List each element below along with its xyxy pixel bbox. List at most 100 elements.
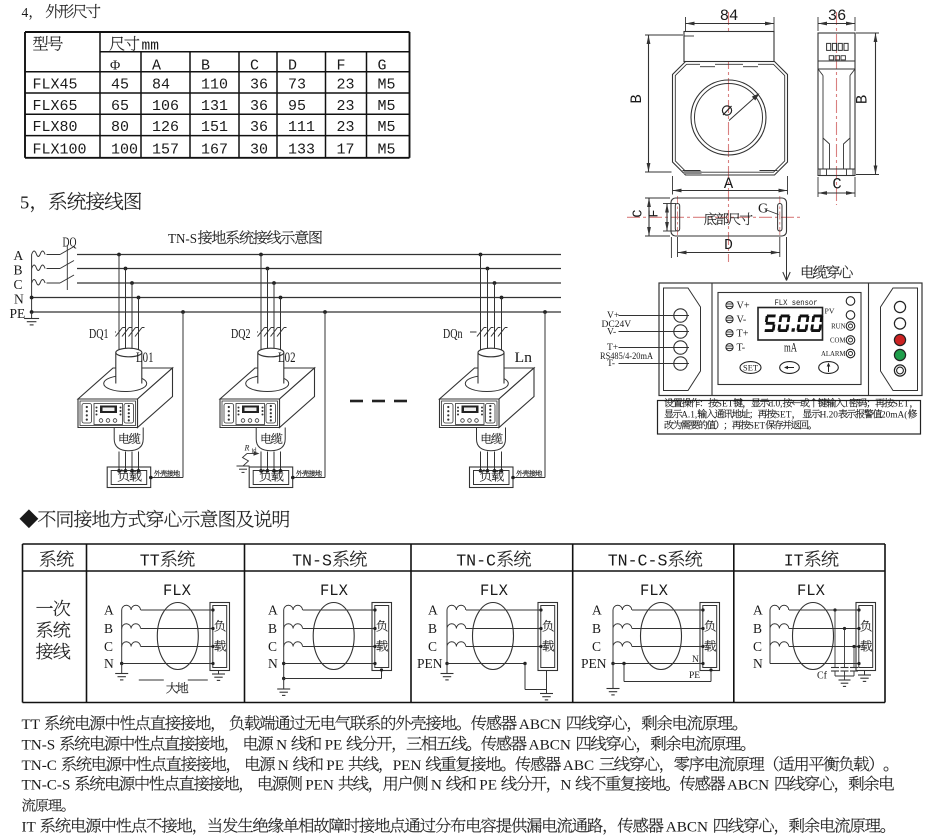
svg-text:C: C	[250, 58, 259, 75]
svg-text:TN-S: TN-S	[292, 552, 332, 571]
svg-text:B: B	[854, 95, 872, 104]
svg-text:IT: IT	[784, 552, 804, 571]
svg-text:N: N	[427, 777, 446, 794]
svg-text:D: D	[724, 238, 733, 254]
svg-text:ABC: ABC	[560, 757, 598, 774]
svg-text:ABCN: ABCN	[516, 716, 565, 733]
svg-text:N: N	[692, 655, 699, 665]
svg-text:SET: SET	[749, 422, 766, 432]
svg-text:C: C	[14, 277, 23, 292]
svg-text:157: 157	[152, 141, 179, 158]
svg-text:mm: mm	[142, 39, 159, 55]
svg-text:V+: V+	[607, 311, 619, 321]
svg-text:IT: IT	[22, 819, 40, 836]
svg-text:d.0,: d.0,	[769, 400, 783, 410]
svg-text:17: 17	[337, 141, 355, 158]
svg-text:SET: SET	[743, 363, 758, 372]
svg-text:36: 36	[828, 7, 847, 25]
svg-text:TN-C-S: TN-C-S	[22, 777, 75, 794]
svg-text:PV: PV	[825, 307, 835, 316]
svg-text:H.20: H.20	[820, 411, 839, 421]
svg-text:N: N	[753, 656, 763, 671]
svg-text:RUN: RUN	[831, 324, 845, 331]
svg-text:RS485/4-20mA: RS485/4-20mA	[600, 351, 653, 361]
svg-text:T+: T+	[737, 329, 749, 340]
svg-text:B: B	[201, 58, 210, 75]
svg-text:PE: PE	[321, 737, 346, 754]
svg-text:M5: M5	[378, 141, 396, 158]
svg-text:A: A	[268, 603, 278, 618]
svg-text:131: 131	[201, 98, 228, 115]
svg-text:V+: V+	[737, 301, 750, 312]
svg-text:80: 80	[111, 119, 129, 136]
svg-text:DQ: DQ	[63, 236, 77, 251]
svg-text:TN-C: TN-C	[456, 552, 496, 571]
svg-text:N: N	[268, 656, 278, 671]
svg-text:TN-C-S: TN-C-S	[608, 552, 668, 571]
svg-text:84: 84	[152, 77, 170, 94]
svg-text:B: B	[104, 621, 113, 636]
svg-text:jd: jd	[251, 447, 258, 454]
svg-text:ABCN: ABCN	[663, 819, 712, 836]
svg-text:A: A	[724, 175, 734, 193]
svg-text:R: R	[244, 444, 250, 453]
svg-text:A: A	[428, 603, 438, 618]
svg-text:FLX: FLX	[480, 582, 509, 600]
svg-text:DQ2: DQ2	[231, 327, 251, 342]
svg-text:N: N	[274, 757, 293, 774]
svg-text:45: 45	[111, 77, 129, 94]
svg-text:36: 36	[250, 119, 268, 136]
svg-text:B: B	[628, 94, 646, 103]
svg-text:5: 5	[20, 193, 29, 213]
svg-text:167: 167	[201, 141, 228, 158]
svg-text:DQn: DQn	[443, 327, 463, 342]
svg-text:65: 65	[111, 98, 129, 115]
svg-text:D: D	[288, 58, 297, 75]
svg-text:G: G	[378, 58, 387, 75]
svg-text:F: F	[337, 58, 346, 75]
svg-text:TN-S: TN-S	[168, 232, 197, 247]
svg-text:TT: TT	[140, 552, 160, 571]
svg-text:B: B	[753, 621, 762, 636]
svg-text:FLX: FLX	[163, 582, 192, 600]
svg-text:G: G	[758, 202, 768, 217]
svg-text:B: B	[268, 621, 277, 636]
svg-text:FLX: FLX	[640, 582, 669, 600]
svg-text:151: 151	[201, 119, 228, 136]
svg-text:84: 84	[720, 7, 739, 25]
svg-text:SET: SET	[775, 411, 792, 421]
svg-text:F: F	[648, 209, 663, 217]
svg-text:C: C	[428, 639, 437, 654]
svg-text:23: 23	[337, 77, 355, 94]
svg-text:TN-S: TN-S	[22, 737, 60, 754]
svg-text:A.1,: A.1,	[681, 411, 697, 421]
svg-text:FLX: FLX	[797, 582, 826, 600]
svg-text:PEN: PEN	[393, 757, 426, 774]
svg-text:C: C	[592, 639, 601, 654]
svg-text:PE: PE	[323, 757, 348, 774]
svg-text:126: 126	[152, 119, 179, 136]
svg-text:A: A	[592, 603, 602, 618]
svg-text:B: B	[14, 263, 23, 278]
svg-text:30: 30	[250, 141, 268, 158]
svg-text:B: B	[428, 621, 437, 636]
svg-text:95: 95	[288, 98, 306, 115]
svg-text:SET: SET	[893, 400, 910, 410]
svg-text:36: 36	[250, 77, 268, 94]
svg-text:C: C	[753, 639, 762, 654]
svg-text:Ln: Ln	[515, 350, 533, 366]
svg-text:L02: L02	[278, 350, 296, 366]
svg-text:A: A	[152, 58, 161, 75]
svg-text:M5: M5	[378, 77, 396, 94]
svg-text:SET: SET	[717, 400, 734, 410]
svg-text:V-: V-	[607, 328, 616, 338]
svg-text:B: B	[592, 621, 601, 636]
svg-text:ABCN: ABCN	[526, 737, 575, 754]
svg-text:PE: PE	[10, 306, 26, 321]
svg-text:23: 23	[337, 98, 355, 115]
svg-text:FLX65: FLX65	[33, 98, 78, 115]
svg-text:C: C	[832, 176, 841, 194]
svg-text:Cf: Cf	[817, 671, 828, 682]
svg-text:36: 36	[250, 98, 268, 115]
svg-text:N: N	[272, 737, 291, 754]
